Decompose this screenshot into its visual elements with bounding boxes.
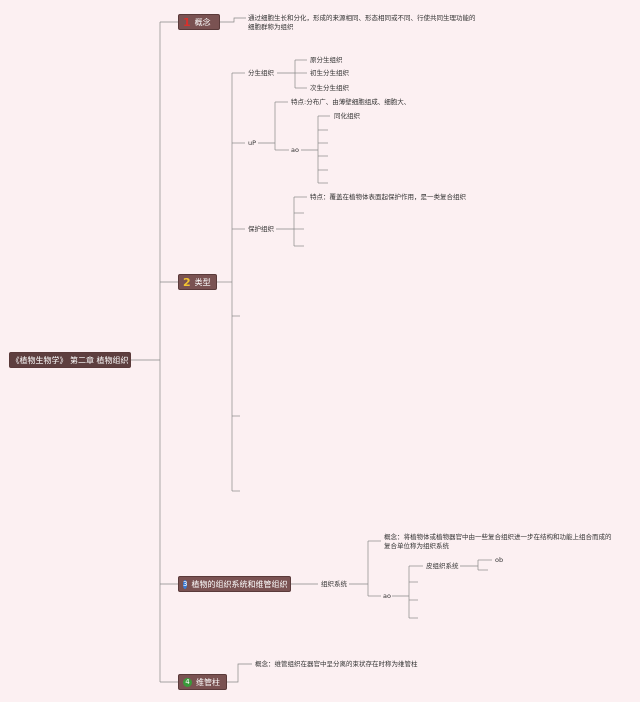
root-label: 《植物生物学》 第二章 植物组织 (11, 355, 129, 365)
dermal-system-label[interactable]: 皮组织系统 (426, 562, 459, 570)
meristem-label[interactable]: 分生组织 (248, 69, 274, 77)
meristem-item-2[interactable]: 初生分生组织 (310, 69, 349, 77)
assimilation-tissue[interactable]: 同化组织 (334, 112, 360, 120)
ao-label[interactable]: ao (383, 592, 391, 600)
meristem-item-1[interactable]: 原分生组织 (310, 56, 343, 64)
ob-label[interactable]: ob (495, 556, 504, 564)
branch-number: 4 (183, 677, 192, 687)
concept-line-2: 细胞群称为组织 (248, 23, 294, 31)
concept-line-1: 通过细胞生长和分化，形成的来源相同、形态相同或不同、行使共同生理功能的 (248, 14, 476, 22)
branch-label: 维管柱 (196, 677, 220, 687)
branch-number: 3 (183, 579, 188, 589)
tissue-system-concept: 概念：将植物体或植物器官中由一些复合组织进一步在结构和功能上组合而成的 复合单位… (384, 533, 612, 551)
tissue-concept-line-2: 复合单位称为组织系统 (384, 542, 449, 550)
protective-label[interactable]: 保护组织 (248, 225, 274, 233)
up-feature: 特点:分布广、由薄壁细胞组成、细胞大、 (291, 98, 411, 106)
tissue-system-label[interactable]: 组织系统 (321, 580, 347, 588)
stele-concept: 概念：维管组织在器官中呈分离的束状存在时称为维管柱 (255, 660, 418, 668)
branch-number: 1 (183, 15, 191, 29)
branch-number: 2 (183, 275, 191, 289)
tissue-concept-line-1: 概念：将植物体或植物器官中由一些复合组织进一步在结构和功能上组合而成的 (384, 533, 612, 541)
protective-feature: 特点：覆盖在植物体表面起保护作用，是一类复合组织 (310, 193, 466, 201)
root-node[interactable]: 《植物生物学》 第二章 植物组织 (9, 352, 131, 368)
branch-tissue-system[interactable]: 3 植物的组织系统和维管组织 (178, 576, 291, 592)
branch-label: 植物的组织系统和维管组织 (191, 579, 288, 589)
branch-concept[interactable]: 1 概念 (178, 14, 220, 30)
ao-label[interactable]: ao (291, 146, 299, 154)
meristem-item-3[interactable]: 次生分生组织 (310, 84, 349, 92)
branch-types[interactable]: 2 类型 (178, 274, 217, 290)
up-label[interactable]: uP (248, 139, 257, 147)
branch-stele[interactable]: 4 维管柱 (178, 674, 227, 690)
concept-text: 通过细胞生长和分化，形成的来源相同、形态相同或不同、行使共同生理功能的 细胞群称… (248, 14, 476, 32)
branch-label: 概念 (194, 17, 211, 27)
branch-label: 类型 (194, 277, 211, 287)
